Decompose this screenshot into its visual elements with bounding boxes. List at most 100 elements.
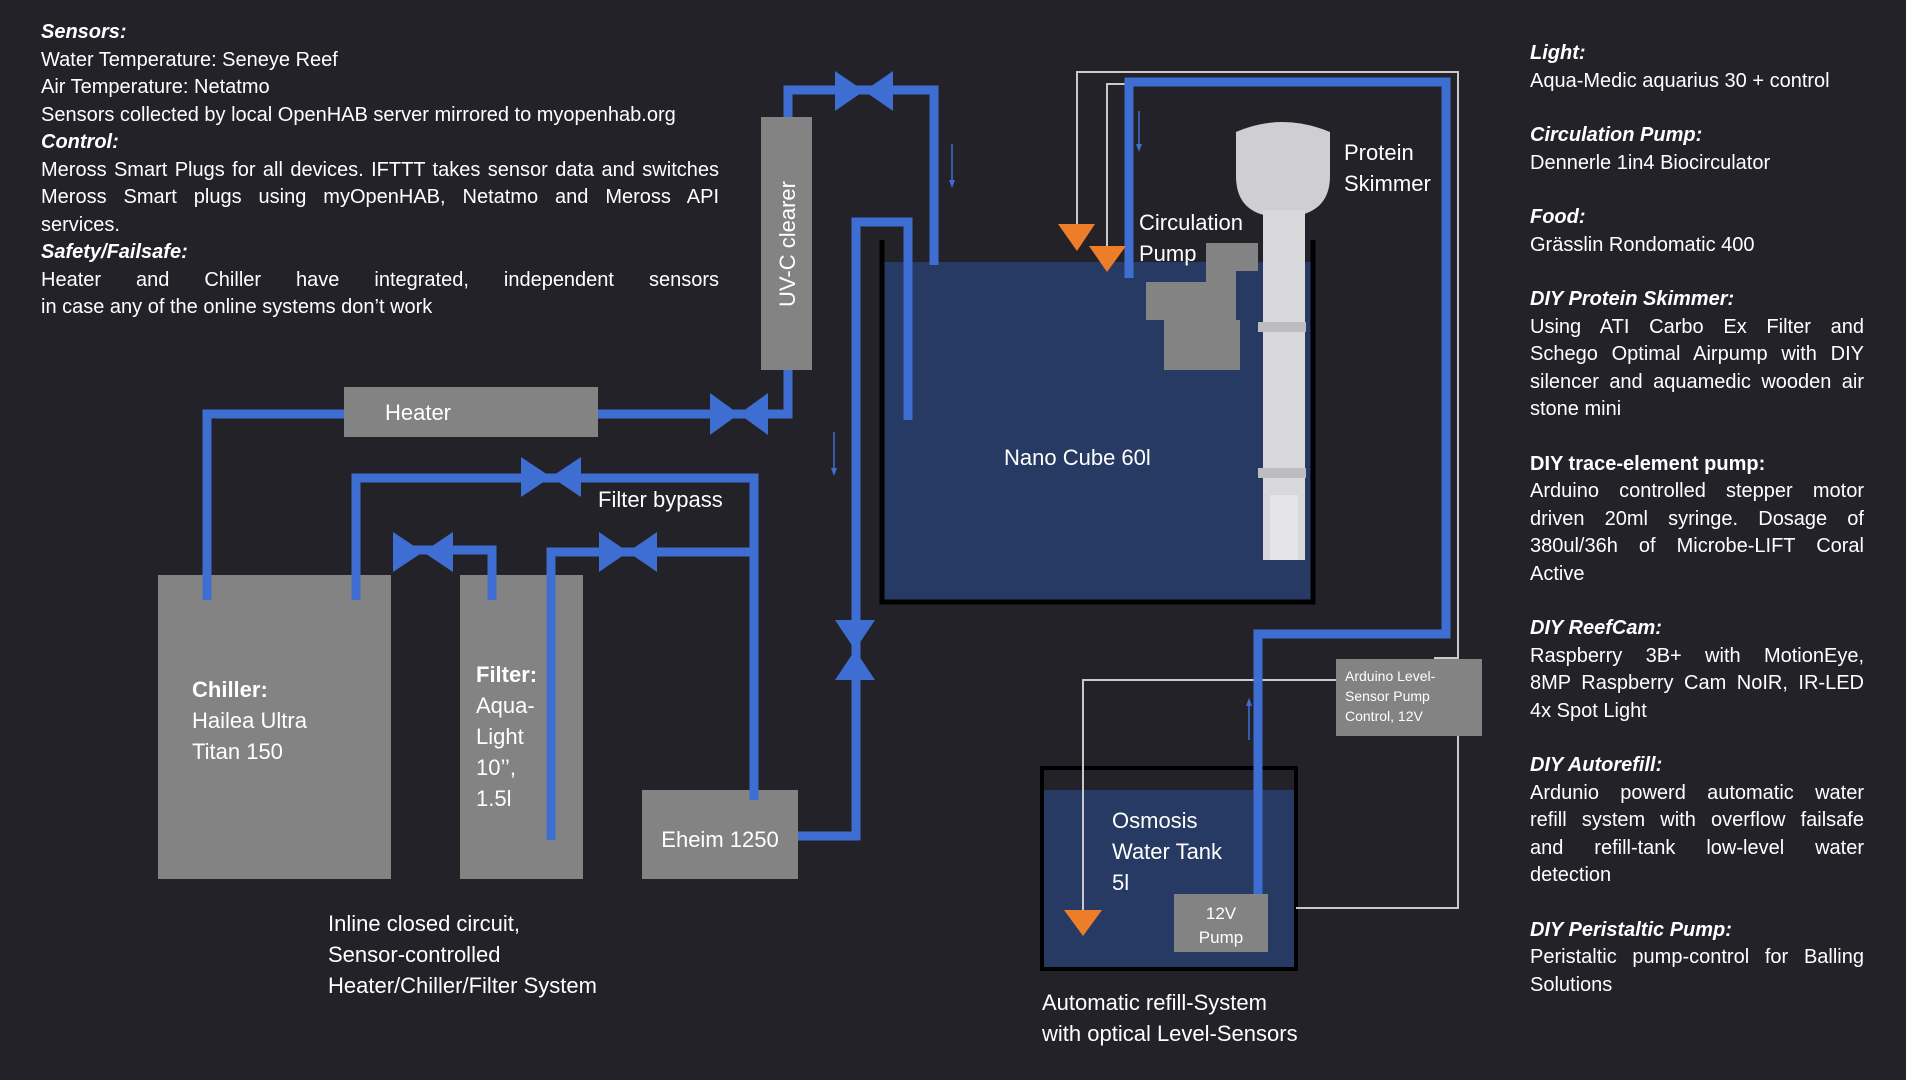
sensors-heading: Sensors: bbox=[41, 21, 127, 43]
level-sensor-arrows bbox=[1058, 224, 1126, 936]
note-reefcam: DIY ReefCam: Raspberry 3B+ with MotionEy… bbox=[1530, 615, 1864, 725]
skimmer-label-2: Skimmer bbox=[1344, 171, 1431, 196]
eheim-box bbox=[642, 790, 798, 879]
osmosis-label-3: 5l bbox=[1112, 870, 1129, 895]
flow-arrowhead-2 bbox=[831, 468, 837, 476]
uvc-box bbox=[761, 117, 812, 370]
protein-skimmer-shape bbox=[1236, 122, 1330, 560]
note-circulation-pump: Circulation Pump: Dennerle 1in4 Biocircu… bbox=[1530, 122, 1864, 177]
flow-arrowhead-up bbox=[1246, 698, 1252, 706]
chiller-line-1: Hailea Ultra bbox=[192, 708, 308, 733]
pipe-chiller-heater bbox=[202, 409, 345, 600]
heater-label: Heater bbox=[385, 400, 451, 425]
valve-heater[interactable] bbox=[710, 393, 768, 435]
note-line: Solutions bbox=[1530, 973, 1613, 996]
tank-outline bbox=[879, 240, 1316, 605]
sensors-line-2: Air Temperature: Netatmo bbox=[41, 76, 270, 98]
flow-arrowhead-1 bbox=[949, 180, 955, 188]
osmosis-sensor-arrow bbox=[1064, 910, 1102, 936]
circ-pump-label-1: Circulation bbox=[1139, 210, 1243, 235]
osmosis-label-2: Water Tank bbox=[1112, 839, 1223, 864]
chiller-line-2: Titan 150 bbox=[192, 739, 283, 764]
note-line: silencer and aquamedic wooden air bbox=[1530, 370, 1864, 393]
note-line: Raspberry 3B+ with MotionEye, bbox=[1530, 644, 1864, 667]
note-heading: Circulation Pump: bbox=[1530, 124, 1703, 146]
wire-pump-power bbox=[1296, 727, 1482, 909]
circulation-pump-shape bbox=[1146, 243, 1258, 370]
note-line: Dennerle 1in4 Biocirculator bbox=[1530, 151, 1771, 174]
pipe-overlays bbox=[202, 570, 759, 840]
circulation-pump-neck bbox=[1206, 268, 1236, 330]
valve-eheim[interactable] bbox=[835, 620, 875, 680]
flow-arrowhead-3 bbox=[1136, 144, 1142, 152]
pipe-eheim-tank bbox=[798, 217, 913, 841]
note-heading: Food: bbox=[1530, 206, 1586, 228]
note-line: and refill-tank low-level water bbox=[1530, 836, 1864, 859]
valve-filter[interactable] bbox=[599, 532, 657, 572]
note-heading: DIY ReefCam: bbox=[1530, 617, 1662, 639]
filter-line-1: Aqua- bbox=[476, 693, 535, 718]
note-line: Schego Optimal Airpump with DIY bbox=[1530, 343, 1864, 365]
eheim-label: Eheim 1250 bbox=[661, 827, 778, 852]
flow-arrows bbox=[831, 111, 1252, 740]
filter-bypass-label: Filter bypass bbox=[598, 487, 723, 512]
inline-caption-2: Sensor-controlled bbox=[328, 942, 500, 967]
note-line: Active bbox=[1530, 562, 1585, 585]
heater-box bbox=[344, 387, 598, 437]
note-line: Arduino controlled stepper motor bbox=[1530, 480, 1864, 502]
pump12v-label-1: 12V bbox=[1206, 904, 1237, 923]
level-sensor-arrow-2 bbox=[1089, 246, 1126, 272]
valve-uvc[interactable] bbox=[835, 71, 893, 111]
filter-line-3: 10’’, bbox=[476, 755, 516, 780]
note-line: detection bbox=[1530, 864, 1612, 886]
filter-line-4: 1.5l bbox=[476, 786, 511, 811]
control-line-2: Meross Smart plugs using myOpenHAB, Neta… bbox=[41, 186, 719, 208]
control-line-3: services. bbox=[41, 213, 120, 236]
right-notes: Light: Aqua-Medic aquarius 30 + control … bbox=[1530, 40, 1864, 1026]
note-food: Food: Grässlin Rondomatic 400 bbox=[1530, 204, 1864, 259]
filter-line-2: Light bbox=[476, 724, 524, 749]
note-heading: DIY Peristaltic Pump: bbox=[1530, 918, 1732, 941]
inline-caption-1: Inline closed circuit, bbox=[328, 911, 520, 936]
safety-line-1: Heater and Chiller have integrated, inde… bbox=[41, 268, 719, 291]
note-heading: Light: bbox=[1530, 42, 1586, 64]
sensors-line-3: Sensors collected by local OpenHAB serve… bbox=[41, 103, 676, 126]
note-line: stone mini bbox=[1530, 398, 1622, 420]
osmosis-label-1: Osmosis bbox=[1112, 808, 1198, 833]
inline-caption-3: Heater/Chiller/Filter System bbox=[328, 973, 597, 998]
note-heading: DIY Autorefill: bbox=[1530, 754, 1663, 776]
skimmer-cup bbox=[1236, 122, 1330, 216]
refill-caption-1: Automatic refill-System bbox=[1042, 990, 1267, 1015]
chiller-box bbox=[158, 575, 391, 879]
note-light: Light: Aqua-Medic aquarius 30 + control bbox=[1530, 40, 1864, 95]
note-heading: DIY Protein Skimmer: bbox=[1530, 288, 1735, 310]
sensors-line-1: Water Temperature: Seneye Reef bbox=[41, 48, 338, 71]
note-peristaltic-pump: DIY Peristaltic Pump: Peristaltic pump-c… bbox=[1530, 917, 1864, 1000]
refill-caption-2: with optical Level-Sensors bbox=[1041, 1021, 1298, 1046]
control-line-1: Meross Smart Plugs for all devices. IFTT… bbox=[41, 158, 719, 181]
circulation-pump-outlet bbox=[1206, 243, 1258, 271]
control-heading: Control: bbox=[41, 131, 119, 153]
valve-chiller[interactable] bbox=[393, 532, 453, 572]
skimmer-ring-1 bbox=[1258, 322, 1306, 332]
filter-title: Filter: bbox=[476, 662, 537, 687]
valves bbox=[393, 71, 893, 680]
chiller-title: Chiller: bbox=[192, 677, 268, 702]
pump12v-box bbox=[1174, 894, 1268, 952]
note-autorefill: DIY Autorefill: Ardunio powerd automatic… bbox=[1530, 752, 1864, 890]
note-protein-skimmer: DIY Protein Skimmer: Using ATI Carbo Ex … bbox=[1530, 286, 1864, 424]
safety-heading: Safety/Failsafe: bbox=[41, 241, 188, 263]
note-line: Using ATI Carbo Ex Filter and bbox=[1530, 315, 1864, 338]
note-line: Peristaltic pump-control for Balling bbox=[1530, 946, 1864, 968]
pump12v-label-2: Pump bbox=[1199, 928, 1243, 947]
note-heading: DIY trace-element pump: bbox=[1530, 452, 1766, 475]
circ-pump-label-2: Pump bbox=[1139, 241, 1196, 266]
level-sensor-arrow-1 bbox=[1058, 224, 1095, 251]
safety-line-2: in case any of the online systems don’t … bbox=[41, 296, 433, 318]
skimmer-label-1: Protein bbox=[1344, 140, 1414, 165]
note-trace-element-pump: DIY trace-element pump: Arduino controll… bbox=[1530, 451, 1864, 589]
valve-bypass[interactable] bbox=[521, 457, 581, 497]
note-line: driven 20ml syringe. Dosage of bbox=[1530, 507, 1864, 530]
